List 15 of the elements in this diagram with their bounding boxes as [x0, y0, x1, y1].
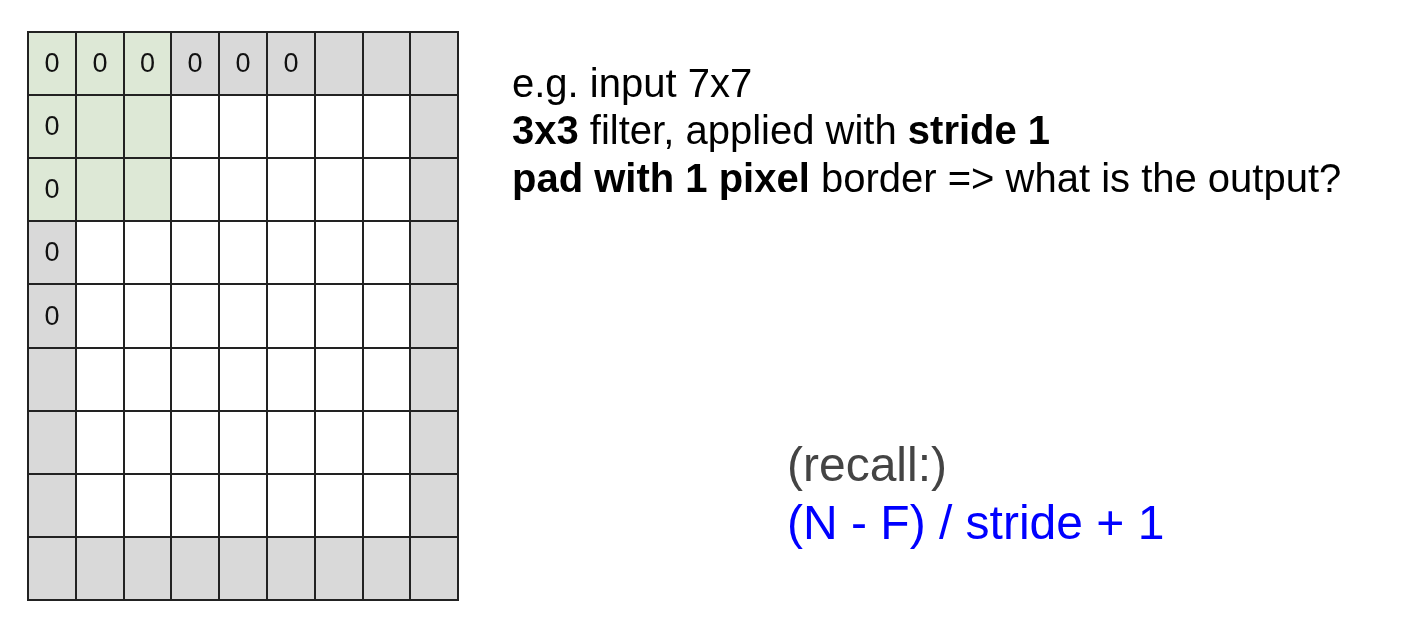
filter-cell: 0 [27, 94, 77, 159]
padding-cell: 0 [170, 31, 220, 96]
filter-cell: 0 [123, 31, 172, 96]
padding-cell: 0 [27, 220, 77, 285]
padding-cell: 0 [218, 31, 268, 96]
output-size-formula: (N - F) / stride + 1 [787, 495, 1165, 551]
padding-question: pad with 1 pixel border => what is the output? [512, 155, 1342, 202]
filter-cell: 0 [27, 157, 77, 222]
example-text: e.g. input 7x7 [512, 60, 753, 107]
filter-description: 3x3 filter, applied with stride 1 [512, 107, 1051, 154]
recall-note: (recall:) [787, 437, 947, 493]
padding-cell: 0 [27, 283, 77, 349]
filter-cell: 0 [27, 31, 77, 96]
padding-cell: 0 [266, 31, 316, 96]
filter-cell: 0 [75, 31, 125, 96]
